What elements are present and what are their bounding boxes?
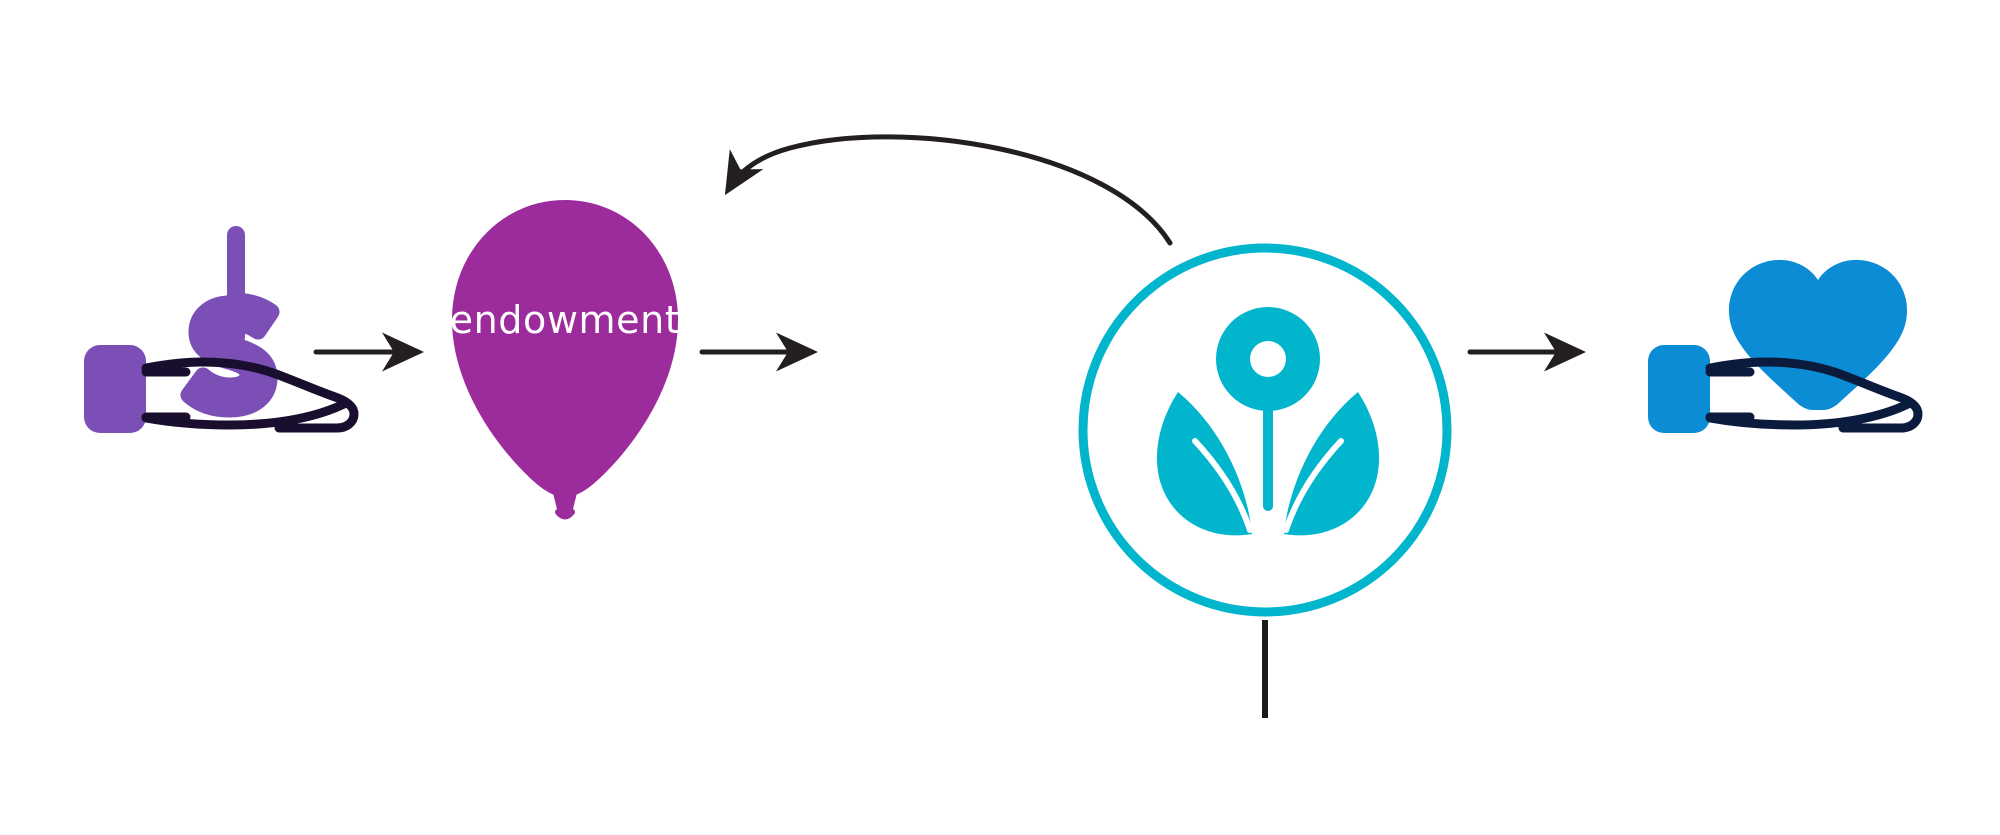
arc-growth-back-to-endowment	[724, 134, 1173, 246]
endowment-label: endowment	[450, 298, 681, 342]
donation-hand-icon	[84, 226, 359, 433]
balloon-knot	[552, 489, 578, 513]
growth-circle-outline	[1078, 243, 1452, 617]
open-hand-shape	[84, 345, 359, 433]
flower-leaf-right	[1283, 392, 1380, 536]
flower-head-icon	[1216, 307, 1320, 411]
impact-heart-hand-icon	[1648, 259, 1923, 433]
endowment-balloon-node: endowment	[450, 200, 681, 520]
growth-flower-node	[1078, 243, 1452, 718]
flower-leaf-left	[1156, 392, 1253, 536]
dollar-sign-icon	[180, 226, 280, 418]
open-hand-shape	[1648, 345, 1923, 433]
balloon-tie	[555, 509, 575, 520]
balloon-body	[452, 200, 678, 497]
heart-icon	[1728, 259, 1908, 410]
